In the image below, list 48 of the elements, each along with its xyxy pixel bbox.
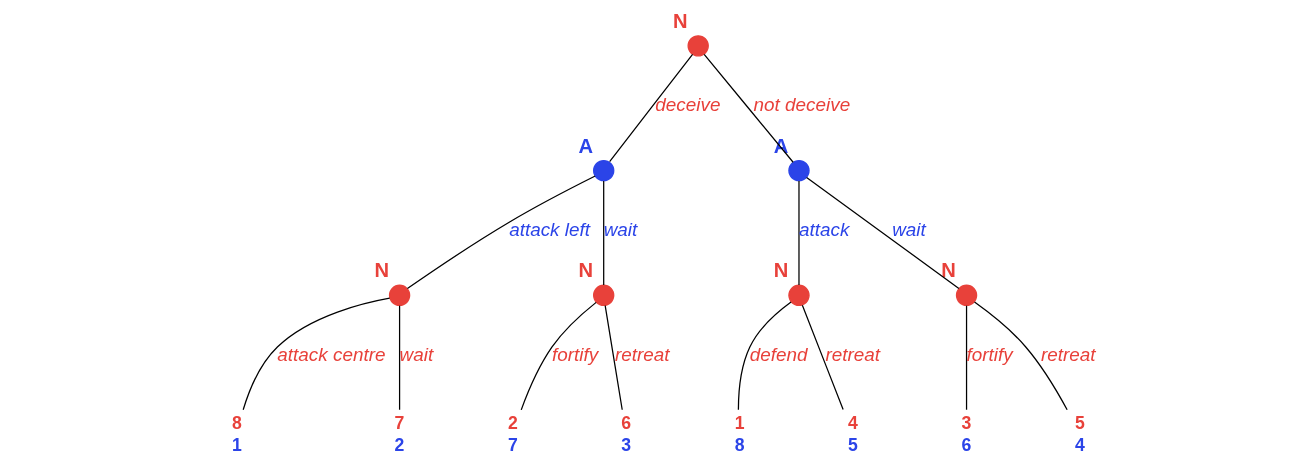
connector bbox=[604, 305, 623, 411]
connector bbox=[805, 176, 959, 290]
edge-label: defend bbox=[749, 343, 808, 365]
edge-label: retreat bbox=[1040, 343, 1095, 365]
connector bbox=[797, 180, 800, 286]
edge-label: fortify bbox=[966, 343, 1013, 365]
node-circle bbox=[787, 159, 810, 182]
node-label: N bbox=[940, 259, 956, 282]
connector bbox=[801, 304, 844, 411]
edge-label: wait bbox=[399, 343, 433, 365]
node-label: N bbox=[773, 259, 788, 282]
connector bbox=[406, 175, 596, 290]
node-circle bbox=[592, 284, 614, 307]
connector bbox=[973, 301, 1068, 411]
node-circle bbox=[787, 284, 810, 307]
connector bbox=[242, 297, 390, 411]
connector bbox=[520, 301, 597, 411]
node-circle bbox=[687, 35, 709, 57]
edge-label: wait bbox=[891, 219, 926, 241]
edge-label: retreat bbox=[614, 343, 670, 365]
edge-label: fortify bbox=[551, 343, 598, 365]
node-text: 7 2 bbox=[394, 413, 404, 455]
node-text: 1 8 bbox=[734, 413, 745, 455]
node-text: 5 4 bbox=[1074, 413, 1085, 455]
edge-label: deceive bbox=[654, 94, 720, 116]
node-text: 3 6 bbox=[961, 413, 971, 455]
edge-label: not deceive bbox=[753, 94, 850, 116]
edge-label: attack left bbox=[508, 219, 590, 241]
edge-label: wait bbox=[603, 219, 637, 241]
connector bbox=[602, 180, 604, 286]
connector bbox=[398, 305, 400, 411]
node-circle bbox=[388, 284, 410, 307]
node-label: N bbox=[672, 9, 688, 32]
edge-label: attack centre bbox=[276, 343, 385, 365]
node-text: 2 7 bbox=[507, 413, 518, 455]
node-circle bbox=[592, 159, 614, 182]
connector bbox=[737, 301, 792, 411]
node-text: 8 1 bbox=[231, 413, 242, 455]
node-label: A bbox=[578, 134, 593, 157]
node-circle bbox=[955, 284, 977, 307]
connector bbox=[703, 53, 794, 163]
node-label: N bbox=[373, 259, 389, 282]
connector bbox=[965, 305, 967, 411]
connector bbox=[608, 53, 693, 163]
node-text: 6 3 bbox=[620, 413, 631, 455]
edge-label: retreat bbox=[824, 343, 880, 365]
node-label: N bbox=[578, 259, 593, 282]
node-text: 4 5 bbox=[847, 413, 858, 455]
